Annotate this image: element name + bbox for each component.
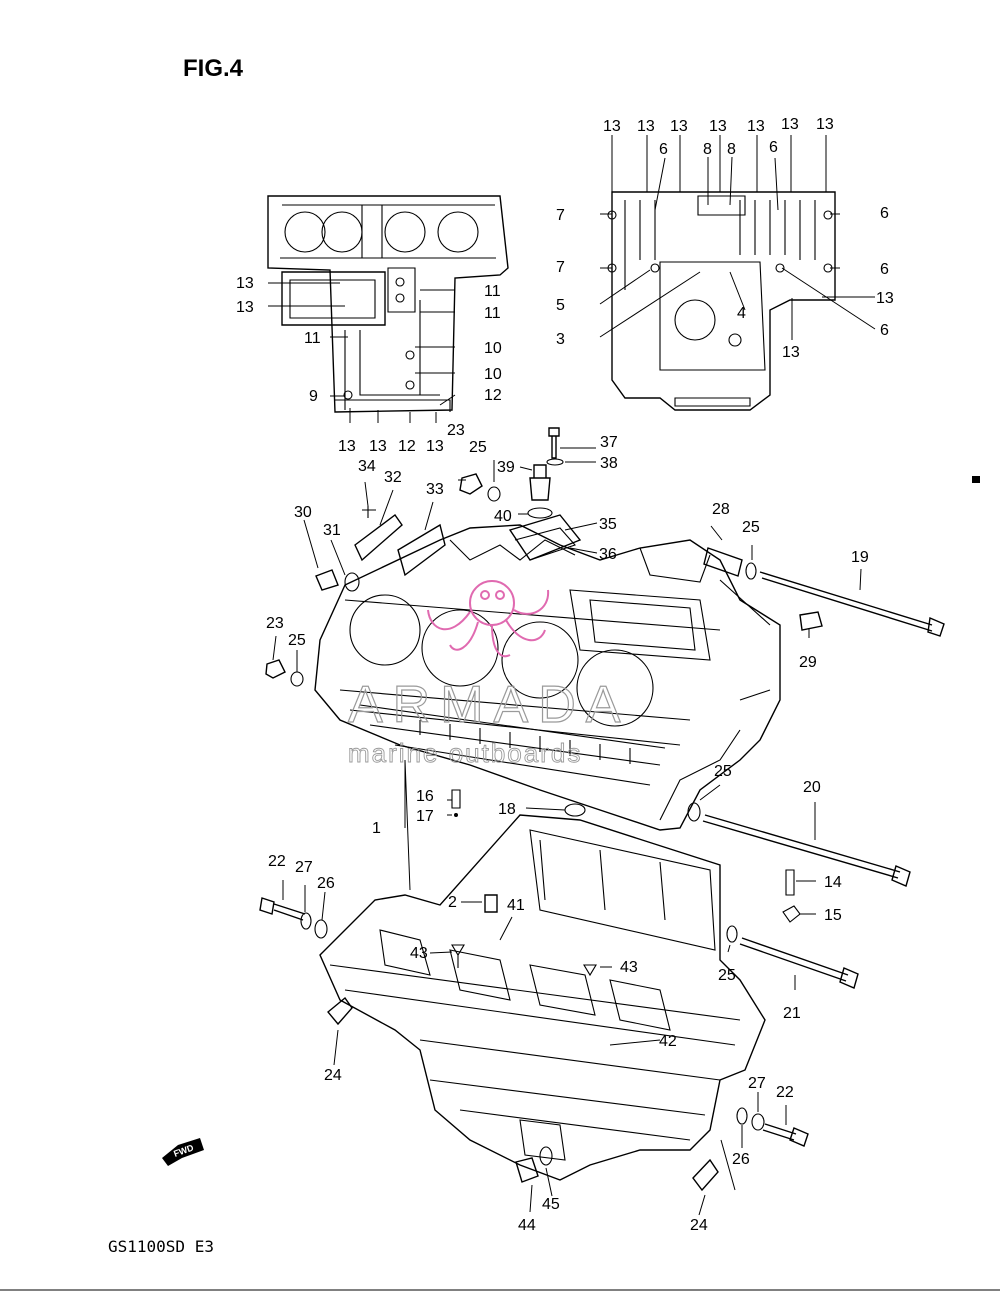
callout-10: 10 [484, 366, 502, 383]
callout-23: 23 [266, 615, 284, 632]
callout-10: 10 [484, 340, 502, 357]
callout-22: 22 [776, 1084, 794, 1101]
callout-32: 32 [384, 469, 402, 486]
callout-6: 6 [880, 205, 889, 222]
inset-upper-case-bolt-layout [267, 195, 509, 423]
model-code: GS1100SD E3 [108, 1237, 214, 1256]
callout-25: 25 [742, 519, 760, 536]
callout-28: 28 [712, 501, 730, 518]
callout-13: 13 [781, 116, 799, 133]
callout-25: 25 [288, 632, 306, 649]
callout-11: 11 [484, 305, 501, 322]
callout-31: 31 [323, 522, 341, 539]
callout-19: 19 [851, 549, 869, 566]
callout-6: 6 [880, 322, 889, 339]
figure-title: FIG.4 [183, 55, 244, 82]
callout-22: 22 [268, 853, 286, 870]
octopus-logo-icon [469, 580, 515, 626]
callout-26: 26 [732, 1151, 750, 1168]
callout-12: 12 [398, 438, 416, 455]
callout-7: 7 [556, 207, 565, 224]
callout-18: 18 [498, 801, 516, 818]
small-parts [259, 427, 945, 1192]
callout-40: 40 [494, 508, 512, 525]
callout-24: 24 [690, 1217, 708, 1234]
callout-13: 13 [369, 438, 387, 455]
callout-13: 13 [876, 290, 894, 307]
callout-21: 21 [783, 1005, 801, 1022]
callout-26: 26 [317, 875, 335, 892]
callout-23: 23 [447, 422, 465, 439]
callout-6: 6 [659, 141, 668, 158]
callout-13: 13 [603, 118, 621, 135]
callout-34: 34 [358, 458, 376, 475]
callout-25: 25 [714, 763, 732, 780]
callout-25: 25 [469, 439, 487, 456]
callout-41: 41 [507, 897, 525, 914]
callout-6: 6 [769, 139, 778, 156]
callout-13: 13 [338, 438, 356, 455]
forward-arrow-icon: FWD [162, 1138, 204, 1166]
callout-15: 15 [824, 907, 842, 924]
callout-13: 13 [747, 118, 765, 135]
callout-16: 16 [416, 788, 434, 805]
callout-13: 13 [709, 118, 727, 135]
callout-8: 8 [703, 141, 712, 158]
callout-20: 20 [803, 779, 821, 796]
callout-2: 2 [448, 894, 457, 911]
callout-13: 13 [236, 299, 254, 316]
callout-24: 24 [324, 1067, 342, 1084]
callout-43: 43 [620, 959, 638, 976]
callout-42: 42 [659, 1033, 677, 1050]
lower-crankcase [319, 814, 766, 1181]
callout-25: 25 [718, 967, 736, 984]
callout-13: 13 [670, 118, 688, 135]
callout-7: 7 [556, 259, 565, 276]
callout-27: 27 [748, 1075, 766, 1092]
callout-12: 12 [484, 387, 502, 404]
callout-44: 44 [518, 1217, 536, 1234]
upper-crankcase [314, 524, 781, 831]
callout-37: 37 [600, 434, 618, 451]
callout-36: 36 [599, 546, 617, 563]
watermark: ARMADA marine outboards [347, 580, 630, 768]
callout-13: 13 [816, 116, 834, 133]
watermark-name: ARMADA [348, 676, 630, 734]
edge-mark [972, 476, 980, 483]
callout-45: 45 [542, 1196, 560, 1213]
callout-33: 33 [426, 481, 444, 498]
callout-13: 13 [782, 344, 800, 361]
callout-39: 39 [497, 459, 515, 476]
callout-30: 30 [294, 504, 312, 521]
callout-4: 4 [737, 305, 746, 322]
callout-3: 3 [556, 331, 565, 348]
callout-38: 38 [600, 455, 618, 472]
watermark-tagline: marine outboards [348, 738, 582, 768]
callout-13: 13 [637, 118, 655, 135]
callout-8: 8 [727, 141, 736, 158]
inset-lower-case-bolt-layout [599, 135, 876, 411]
callout-9: 9 [309, 388, 318, 405]
callout-5: 5 [556, 297, 565, 314]
callout-27: 27 [295, 859, 313, 876]
callout-14: 14 [824, 874, 842, 891]
callout-1: 1 [372, 820, 381, 837]
callout-11: 11 [304, 330, 321, 347]
callout-17: 17 [416, 808, 434, 825]
callout-11: 11 [484, 283, 501, 300]
callout-29: 29 [799, 654, 817, 671]
callout-35: 35 [599, 516, 617, 533]
callout-13: 13 [426, 438, 444, 455]
callout-6: 6 [880, 261, 889, 278]
callout-13: 13 [236, 275, 254, 292]
callout-43: 43 [410, 945, 428, 962]
